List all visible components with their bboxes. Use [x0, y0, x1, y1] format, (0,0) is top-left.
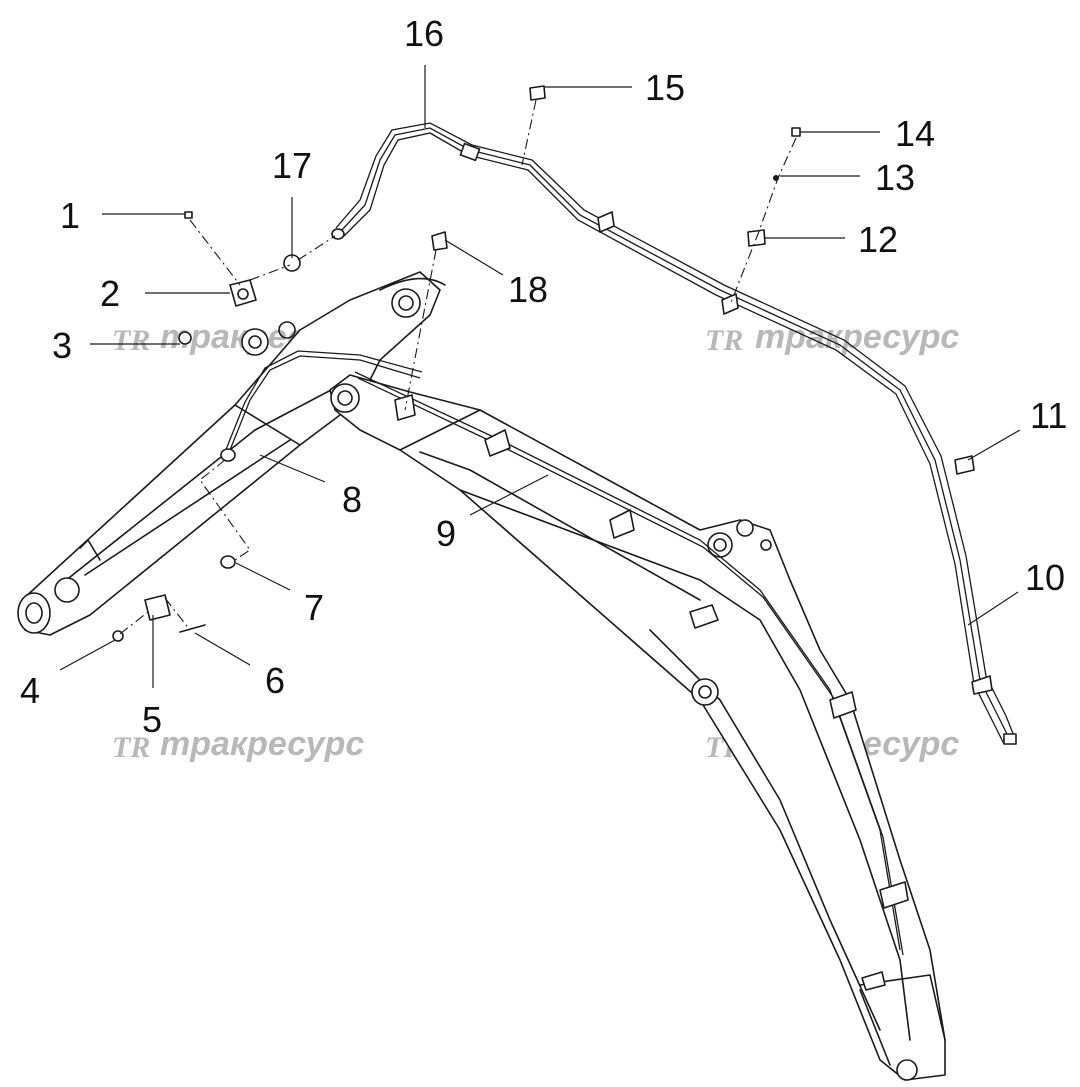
boom-structure	[329, 374, 946, 1081]
watermark-text: тракресурс	[160, 725, 364, 763]
callout-4: 4	[20, 670, 40, 711]
callout-15: 15	[645, 67, 685, 108]
callout-12: 12	[858, 219, 898, 260]
watermark-logo: TR	[705, 324, 743, 357]
callout-2: 2	[100, 273, 120, 314]
callout-9: 9	[436, 513, 456, 554]
callout-18: 18	[508, 269, 548, 310]
watermark-logo: TR	[112, 324, 150, 357]
watermark-logo: TR	[112, 731, 150, 764]
upper-hose-assembly	[335, 122, 1017, 745]
assembly-lines	[119, 99, 797, 635]
watermark-top-right: TR тракресурс	[705, 318, 959, 357]
callout-3: 3	[52, 325, 72, 366]
callout-8: 8	[342, 479, 362, 520]
boom-hoses	[224, 350, 909, 956]
watermark-bottom-left: TR тракресурс	[112, 725, 364, 764]
callout-6: 6	[265, 660, 285, 701]
callout-7: 7	[304, 587, 324, 628]
callout-14: 14	[895, 113, 935, 154]
callout-5: 5	[142, 699, 162, 740]
leader-lines	[59, 65, 1021, 688]
callout-1: 1	[60, 195, 80, 236]
callout-11: 11	[1030, 395, 1067, 436]
callout-17: 17	[272, 145, 312, 186]
callout-16: 16	[404, 13, 444, 54]
callout-labels: 1 2 3 4 5 6 7 8 9 10 11 12 13 14 15 16 1…	[20, 13, 1067, 740]
callout-13: 13	[875, 157, 915, 198]
callout-10: 10	[1025, 557, 1065, 598]
